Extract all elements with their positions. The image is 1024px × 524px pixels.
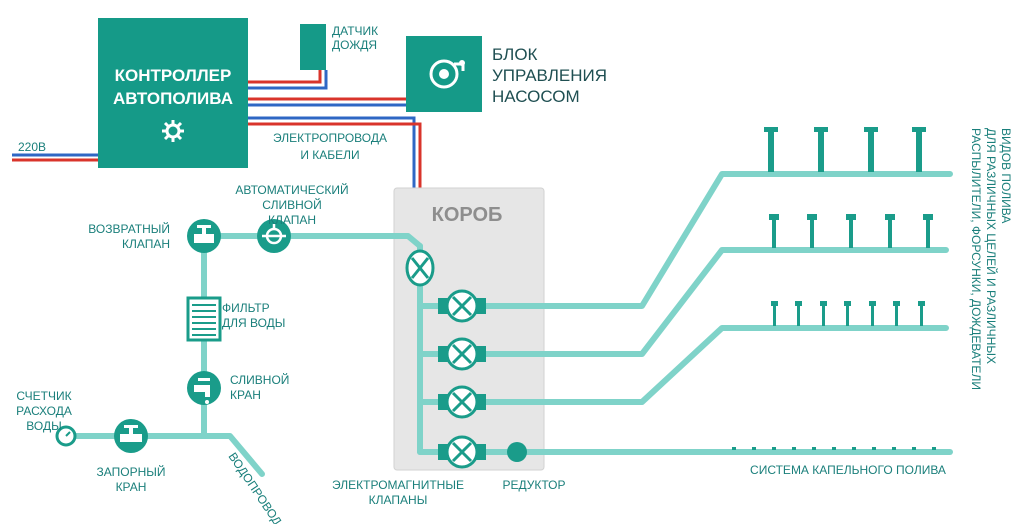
sprinkler-row-2	[769, 214, 933, 248]
water-meter-line1: СЧЕТЧИК	[16, 389, 71, 403]
shutoff-tap-line2: КРАН	[116, 480, 147, 494]
return-valve-line2: КЛАПАН	[122, 237, 170, 251]
gear-icon	[162, 120, 184, 142]
shutoff-tap-icon	[114, 419, 148, 453]
return-valve-icon	[187, 219, 221, 253]
water-filter-line2: ДЛЯ ВОДЫ	[222, 316, 285, 330]
return-valve-line1: ВОЗВРАТНЫЙ	[88, 221, 170, 236]
drain-tap-icon	[187, 371, 221, 405]
drain-tap-line1: СЛИВНОЙ	[230, 372, 289, 387]
controller-title-line2: АВТОПОЛИВА	[113, 89, 233, 108]
pump-unit-line2: УПРАВЛЕНИЯ	[492, 66, 607, 85]
solenoid-valve-icon	[438, 435, 486, 469]
water-filter-line1: ФИЛЬТР	[222, 301, 270, 315]
inlet-valve-icon	[405, 249, 435, 287]
solenoid-valves	[405, 249, 527, 469]
box-label: КОРОБ	[432, 204, 503, 226]
pump-unit: БЛОК УПРАВЛЕНИЯ НАСОСОМ	[406, 36, 607, 112]
sprinklers-caption: РАСПЫЛИТЕЛИ, ФОРСУНКИ, ДОЖДЕВАТЕЛИ ДЛЯ Р…	[969, 128, 1013, 390]
wires	[12, 70, 422, 188]
shutoff-tap-line1: ЗАПОРНЫЙ	[97, 464, 166, 479]
filter-icon	[186, 296, 222, 342]
water-supply-label: ВОДОПРОВОД	[226, 450, 285, 524]
wires-label-line2: И КАБЕЛИ	[300, 148, 359, 162]
sprinklers-line2: ДЛЯ РАЗЛИЧНЫХ ЦЕЛЕЙ И РАЗЛИЧНЫХ	[984, 128, 999, 364]
sprinkler-row-1	[764, 127, 926, 172]
auto-drain-valve-line2: СЛИВНОЙ	[262, 197, 321, 212]
solenoid-valve-icon	[438, 337, 486, 371]
solenoid-valve-icon	[438, 385, 486, 419]
reducer-icon	[507, 442, 527, 462]
auto-drain-valve-icon	[257, 219, 291, 253]
pump-unit-line3: НАСОСОМ	[492, 87, 580, 106]
sprinklers-line3: ВИДОВ ПОЛИВА	[999, 128, 1013, 223]
drip-system-label: СИСТЕМА КАПЕЛЬНОГО ПОЛИВА	[750, 463, 946, 477]
controller: КОНТРОЛЛЕР АВТОПОЛИВА	[98, 18, 248, 168]
power-label: 220В	[18, 140, 46, 154]
auto-drain-valve-line1: АВТОМАТИЧЕСКИЙ	[235, 182, 348, 197]
water-meter-line2: РАСХОДА	[16, 404, 72, 418]
pump-unit-line1: БЛОК	[492, 45, 538, 64]
controller-title-line1: КОНТРОЛЛЕР	[115, 66, 232, 85]
sprinkler-row-3	[771, 301, 925, 326]
rain-sensor-line1: ДАТЧИК	[332, 24, 378, 38]
drip-emitters	[732, 447, 936, 450]
pump-icon	[429, 59, 465, 89]
wires-label-line1: ЭЛЕКТРОПРОВОДА	[273, 131, 387, 145]
rain-sensor: ДАТЧИК ДОЖДЯ	[300, 24, 378, 70]
water-meter-icon	[55, 425, 77, 447]
solenoid-valves-line1: ЭЛЕКТРОМАГНИТНЫЕ	[332, 478, 464, 492]
solenoid-valves-line2: КЛАПАНЫ	[369, 493, 428, 507]
solenoid-valve-icon	[438, 289, 486, 323]
reducer-label: РЕДУКТОР	[502, 478, 565, 492]
sprinklers-line1: РАСПЫЛИТЕЛИ, ФОРСУНКИ, ДОЖДЕВАТЕЛИ	[969, 128, 983, 390]
auto-drain-valve-line3: КЛАПАН	[268, 213, 316, 227]
drain-tap-line2: КРАН	[230, 388, 261, 402]
box: КОРОБ	[393, 187, 545, 471]
rain-sensor-line2: ДОЖДЯ	[332, 38, 377, 52]
water-meter-line3: ВОДЫ	[26, 419, 61, 433]
